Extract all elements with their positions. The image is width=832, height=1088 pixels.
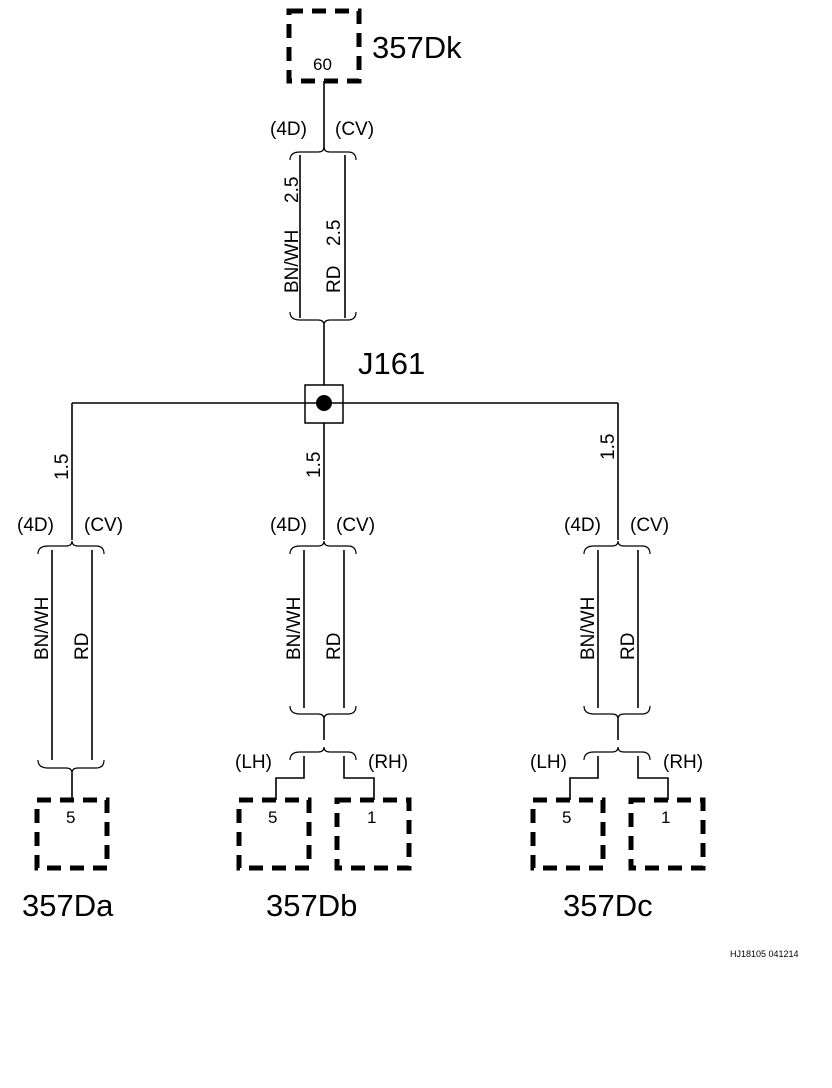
branch-middle: 1.5 (4D) (CV) BN/WH RD (LH) (RH) xyxy=(235,423,408,800)
branch-middle-variant-rh: (RH) xyxy=(368,752,408,773)
branch-middle-variant-lh: (LH) xyxy=(235,752,272,773)
branch-middle-size: 1.5 xyxy=(304,452,325,478)
splice-j161: J161 xyxy=(304,346,425,424)
branch-right-variant-lh: (LH) xyxy=(530,752,567,773)
top-wire-cv-color: RD xyxy=(324,266,345,293)
top-wire-4d-color: BN/WH xyxy=(282,230,303,293)
branch-middle-variant-4d: (4D) xyxy=(270,515,307,536)
top-variant-4d: (4D) xyxy=(270,119,307,140)
branch-right-variant-4d: (4D) xyxy=(564,515,601,536)
branch-right-color-4d: BN/WH xyxy=(578,597,599,660)
branch-left-color-cv: RD xyxy=(72,633,93,660)
connector-357dc-label: 357Dc xyxy=(563,888,653,923)
connector-357dc-pin-right: 1 xyxy=(661,808,670,827)
top-harness: BN/WH 2.5 RD 2.5 xyxy=(282,146,357,326)
top-wire-cv-size: 2.5 xyxy=(324,220,345,246)
connector-357db: 5 1 357Db xyxy=(236,797,412,923)
figure-id: HJ18105 041214 xyxy=(730,949,799,959)
connector-357dc-pin-left: 5 xyxy=(562,808,571,827)
top-variant-cv: (CV) xyxy=(335,119,374,140)
branch-left-variant-4d: (4D) xyxy=(17,515,54,536)
splice-j161-label: J161 xyxy=(358,346,425,381)
branch-middle-color-4d: BN/WH xyxy=(284,597,305,660)
branch-left-variant-cv: (CV) xyxy=(84,515,123,536)
connector-357db-pin-left: 5 xyxy=(268,808,277,827)
connector-357dc: 5 1 357Dc xyxy=(530,797,706,923)
connector-357db-pin-right: 1 xyxy=(367,808,376,827)
connector-357da-label: 357Da xyxy=(22,888,114,923)
top-wire-4d-size: 2.5 xyxy=(282,177,303,203)
branch-right-size: 1.5 xyxy=(598,434,619,460)
branch-left-color-4d: BN/WH xyxy=(32,597,53,660)
connector-357dk-label: 357Dk xyxy=(372,30,462,65)
connector-357dk-pin: 60 xyxy=(313,55,332,74)
branch-left-size: 1.5 xyxy=(52,454,73,480)
connector-357dk: 60 357Dk xyxy=(286,8,462,84)
branch-right-variant-cv: (CV) xyxy=(630,515,669,536)
connector-357db-label: 357Db xyxy=(266,888,357,923)
branch-right-variant-rh: (RH) xyxy=(663,752,703,773)
connector-357da-pin: 5 xyxy=(66,808,75,827)
branch-left: 1.5 (4D) (CV) BN/WH RD xyxy=(17,403,123,800)
branch-right-color-cv: RD xyxy=(618,633,639,660)
connector-357da: 5 357Da xyxy=(22,797,114,923)
branch-right: 1.5 (4D) (CV) BN/WH RD (LH) (RH) xyxy=(530,403,703,800)
branch-middle-variant-cv: (CV) xyxy=(336,515,375,536)
branch-middle-color-cv: RD xyxy=(324,633,345,660)
